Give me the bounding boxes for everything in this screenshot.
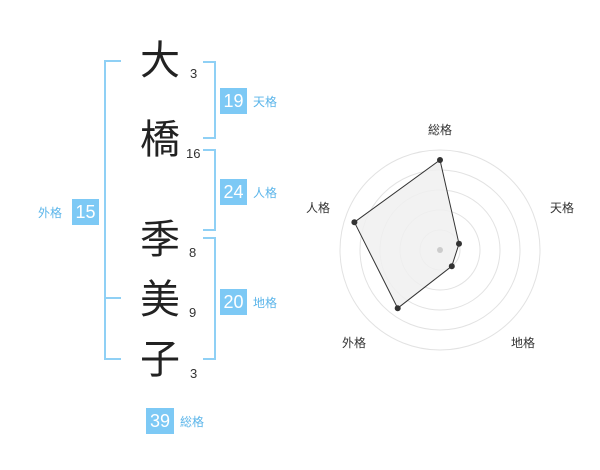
- name-char-3: 季: [140, 217, 180, 263]
- radar-polygon: [353, 159, 460, 309]
- soukaku-value-badge: 39: [146, 408, 174, 434]
- radar-point-3: [448, 263, 455, 270]
- name-char-2: 橋: [140, 117, 180, 163]
- tenkaku-bracket: [203, 61, 216, 139]
- tenkaku-value-badge: 19: [220, 88, 247, 114]
- radar-point-1: [437, 157, 443, 163]
- radar-point-2: [456, 240, 462, 247]
- radar-axis-label-tenkaku: 天格: [550, 201, 575, 215]
- radar-axis-label-gaikaku: 外格: [342, 336, 367, 350]
- name-char-4: 美: [140, 277, 180, 323]
- radar-chart-svg: [339, 149, 541, 351]
- gaikaku-bracket-tick: [104, 297, 121, 299]
- radar-axis-label-soukaku: 総格: [428, 123, 453, 137]
- radar-axis-label-jinkaku: 人格: [306, 201, 331, 215]
- name-char-1: 大: [140, 38, 180, 84]
- radar-axis-label-chikaku: 地格: [511, 336, 536, 350]
- radar-point-5: [351, 219, 358, 226]
- chikaku-value-badge: 20: [220, 289, 247, 315]
- gaikaku-bracket: [104, 60, 121, 360]
- gaikaku-label: 外格: [38, 206, 63, 220]
- gaikaku-value-badge: 15: [72, 199, 99, 225]
- stroke-count-5: 3: [190, 366, 198, 381]
- jinkaku-label: 人格: [253, 186, 278, 200]
- stroke-count-1: 3: [190, 66, 198, 81]
- jinkaku-value-badge: 24: [220, 179, 247, 205]
- radar-ring-5: [339, 149, 541, 351]
- stroke-count-4: 9: [189, 305, 197, 320]
- chikaku-bracket: [203, 237, 216, 360]
- soukaku-label: 総格: [180, 415, 205, 429]
- tenkaku-label: 天格: [253, 95, 278, 109]
- chikaku-label: 地格: [253, 296, 278, 310]
- stroke-count-3: 8: [189, 245, 197, 260]
- stroke-count-2: 16: [186, 146, 201, 161]
- jinkaku-bracket: [203, 149, 216, 231]
- radar-center-dot: [437, 247, 443, 253]
- name-char-5: 子: [140, 337, 180, 383]
- radar-point-4: [394, 305, 401, 312]
